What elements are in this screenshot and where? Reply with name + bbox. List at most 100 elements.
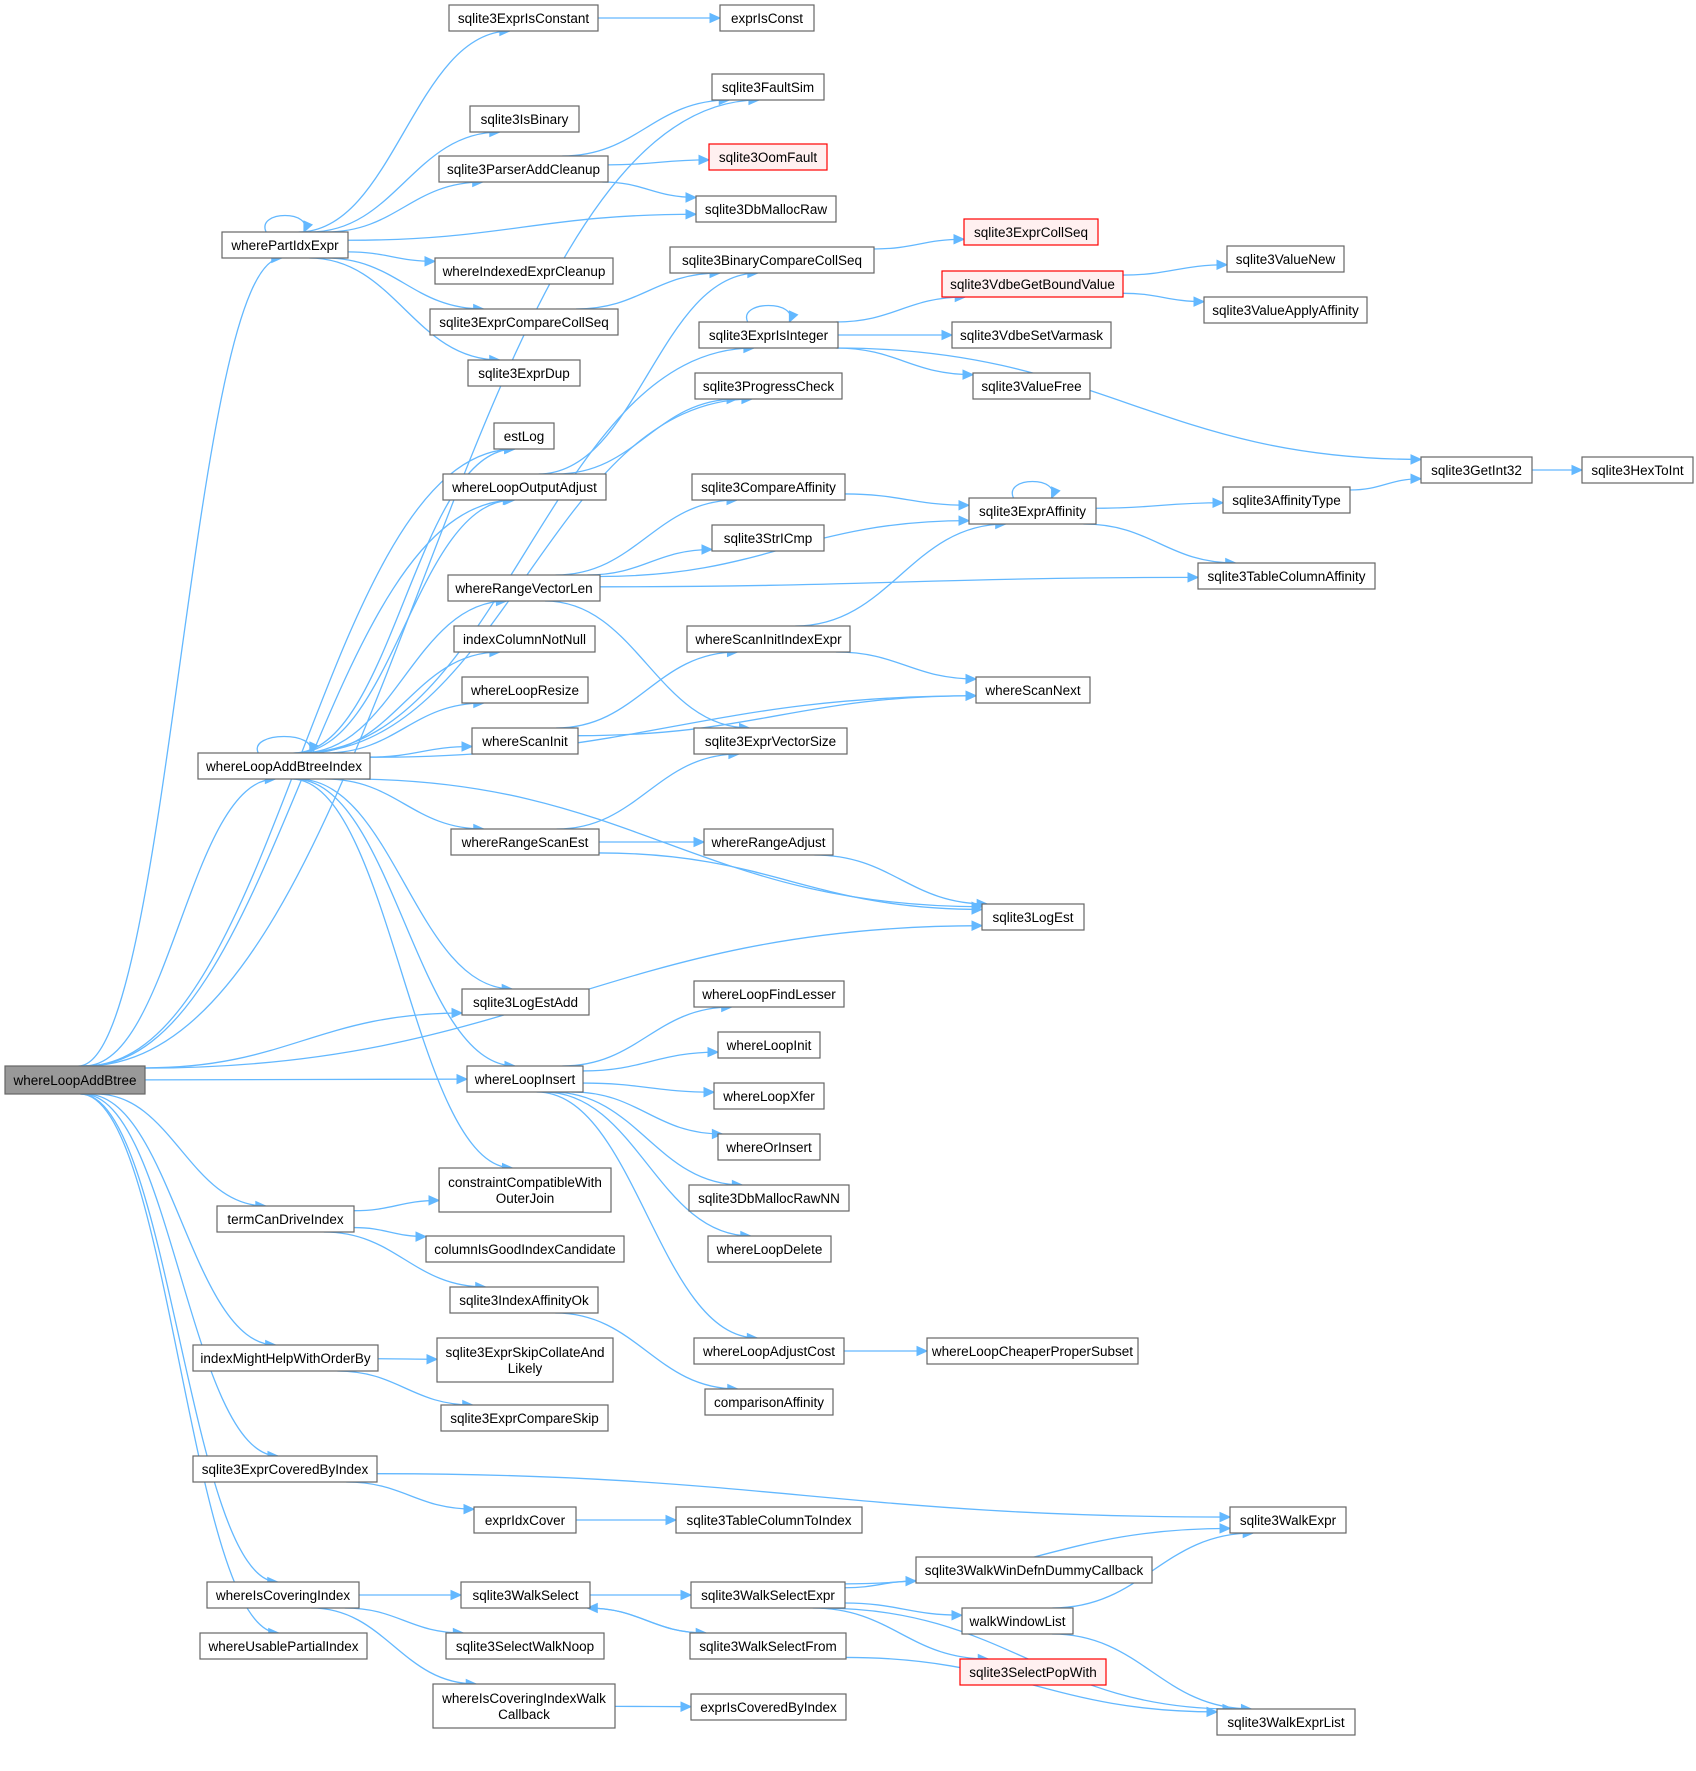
- node-est-log[interactable]: estLog: [493, 422, 555, 450]
- node-where-part-idx-expr[interactable]: wherePartIdxExpr: [221, 231, 349, 259]
- node-where-indexed-expr-cleanup[interactable]: whereIndexedExprCleanup: [434, 257, 614, 285]
- node-where-loop-adjust-cost[interactable]: whereLoopAdjustCost: [693, 1337, 845, 1365]
- node-where-usable-partial-index[interactable]: whereUsablePartialIndex: [199, 1632, 368, 1660]
- node-box: [693, 1337, 845, 1365]
- arrowhead-where-loop-cheaper-proper-subset: [916, 1345, 929, 1357]
- call-edge-where-loop-add-btree-index-to-est-log: [293, 448, 515, 754]
- call-edge-where-loop-insert-to-where-loop-adjust-cost: [536, 1091, 758, 1339]
- node-where-is-covering-index[interactable]: whereIsCoveringIndex: [206, 1581, 360, 1609]
- call-edge-where-loop-add-btree-to-where-part-idx-expr: [78, 257, 282, 1067]
- node-where-loop-output-adjust[interactable]: whereLoopOutputAdjust: [442, 473, 607, 501]
- node-sqlite3-select-pop-with[interactable]: sqlite3SelectPopWith: [959, 1658, 1107, 1686]
- node-sqlite3-expr-coll-seq[interactable]: sqlite3ExprCollSeq: [963, 218, 1099, 246]
- node-where-loop-resize[interactable]: whereLoopResize: [461, 676, 589, 704]
- node-sqlite3-db-malloc-raw[interactable]: sqlite3DbMallocRaw: [695, 195, 837, 223]
- node-sqlite3-hex-to-int[interactable]: sqlite3HexToInt: [1581, 456, 1694, 484]
- node-sqlite3-value-new[interactable]: sqlite3ValueNew: [1226, 245, 1345, 273]
- node-sqlite3-fault-sim[interactable]: sqlite3FaultSim: [711, 73, 825, 101]
- node-sqlite3-vdbe-set-varmask[interactable]: sqlite3VdbeSetVarmask: [951, 321, 1112, 349]
- node-sqlite3-get-int32[interactable]: sqlite3GetInt32: [1420, 456, 1533, 484]
- node-box: [963, 218, 1099, 246]
- node-sqlite3-is-binary[interactable]: sqlite3IsBinary: [469, 105, 580, 133]
- node-sqlite3-str-i-cmp[interactable]: sqlite3StrICmp: [711, 524, 825, 552]
- node-sqlite3-table-column-affinity[interactable]: sqlite3TableColumnAffinity: [1197, 562, 1376, 590]
- node-sqlite3-walk-select-from[interactable]: sqlite3WalkSelectFrom: [689, 1632, 847, 1660]
- node-label: exprIsConst: [731, 11, 803, 26]
- node-where-loop-delete[interactable]: whereLoopDelete: [707, 1235, 832, 1263]
- node-expr-is-covered-by-index[interactable]: exprIsCoveredByIndex: [690, 1693, 847, 1721]
- arrowhead-sqlite3-log-est: [971, 920, 984, 931]
- node-sqlite3-affinity-type[interactable]: sqlite3AffinityType: [1222, 486, 1351, 514]
- call-edge-where-loop-insert-to-where-loop-init: [582, 1051, 719, 1072]
- node-sqlite3-table-column-to-index[interactable]: sqlite3TableColumnToIndex: [675, 1506, 863, 1534]
- node-sqlite3-expr-dup[interactable]: sqlite3ExprDup: [467, 359, 581, 387]
- node-term-can-drive-index[interactable]: termCanDriveIndex: [216, 1205, 355, 1233]
- node-where-loop-insert[interactable]: whereLoopInsert: [466, 1065, 584, 1093]
- node-index-column-not-null[interactable]: indexColumnNotNull: [453, 625, 596, 653]
- node-sqlite3-vdbe-get-bound-value[interactable]: sqlite3VdbeGetBoundValue: [941, 270, 1124, 298]
- node-label: sqlite3StrICmp: [724, 531, 813, 546]
- node-sqlite3-expr-affinity[interactable]: sqlite3ExprAffinity: [968, 497, 1097, 525]
- node-sqlite3-compare-affinity[interactable]: sqlite3CompareAffinity: [691, 473, 846, 501]
- node-where-scan-next[interactable]: whereScanNext: [975, 676, 1091, 704]
- node-sqlite3-value-free[interactable]: sqlite3ValueFree: [972, 372, 1091, 400]
- node-label: sqlite3AffinityType: [1232, 493, 1341, 508]
- node-sqlite3-walk-expr-list[interactable]: sqlite3WalkExprList: [1216, 1708, 1356, 1736]
- node-sqlite3-expr-vector-size[interactable]: sqlite3ExprVectorSize: [693, 727, 848, 755]
- node-sqlite3-expr-compare-skip[interactable]: sqlite3ExprCompareSkip: [440, 1404, 609, 1432]
- node-label: whereLoopFindLesser: [701, 987, 836, 1002]
- node-sqlite3-walk-win-defn-dummy-callback[interactable]: sqlite3WalkWinDefnDummyCallback: [915, 1556, 1153, 1584]
- node-sqlite3-oom-fault[interactable]: sqlite3OomFault: [708, 143, 828, 171]
- node-where-scan-init[interactable]: whereScanInit: [471, 727, 579, 755]
- node-sqlite3-progress-check[interactable]: sqlite3ProgressCheck: [694, 372, 843, 400]
- node-where-loop-init[interactable]: whereLoopInit: [717, 1031, 821, 1059]
- node-sqlite3-value-apply-affinity[interactable]: sqlite3ValueApplyAffinity: [1203, 296, 1368, 324]
- node-sqlite3-parser-add-cleanup[interactable]: sqlite3ParserAddCleanup: [438, 155, 609, 183]
- node-where-loop-add-btree[interactable]: whereLoopAddBtree: [4, 1065, 146, 1095]
- call-edge-term-can-drive-index-to-column-is-good-index-candidate: [353, 1226, 427, 1238]
- node-label: sqlite3WalkExprList: [1227, 1715, 1345, 1730]
- node-sqlite3-db-malloc-raw-nn[interactable]: sqlite3DbMallocRawNN: [688, 1184, 850, 1212]
- node-index-might-help-with-order-by[interactable]: indexMightHelpWithOrderBy: [192, 1344, 379, 1372]
- call-edge-sqlite3-parser-add-cleanup-to-sqlite3-fault-sim: [562, 99, 730, 157]
- node-box: [711, 524, 825, 552]
- node-sqlite3-log-est[interactable]: sqlite3LogEst: [981, 903, 1085, 931]
- node-sqlite3-log-est-add[interactable]: sqlite3LogEstAdd: [461, 988, 590, 1016]
- node-sqlite3-expr-compare-coll-seq[interactable]: sqlite3ExprCompareCollSeq: [429, 308, 619, 336]
- node-walk-window-list[interactable]: walkWindowList: [961, 1607, 1074, 1635]
- node-sqlite3-expr-covered-by-index[interactable]: sqlite3ExprCoveredByIndex: [192, 1455, 378, 1483]
- node-column-is-good-index-candidate[interactable]: columnIsGoodIndexCandidate: [425, 1235, 625, 1263]
- node-box: [461, 988, 590, 1016]
- node-where-scan-init-index-expr[interactable]: whereScanInitIndexExpr: [686, 625, 851, 653]
- node-box: [719, 4, 815, 32]
- call-edge-sqlite3-expr-compare-coll-seq-to-sqlite3-binary-compare-coll-seq: [575, 272, 721, 310]
- node-sqlite3-binary-compare-coll-seq[interactable]: sqlite3BinaryCompareCollSeq: [669, 246, 875, 274]
- node-sqlite3-expr-is-constant[interactable]: sqlite3ExprIsConstant: [448, 4, 599, 32]
- node-box: [453, 625, 596, 653]
- node-where-loop-cheaper-proper-subset[interactable]: whereLoopCheaperProperSubset: [926, 1337, 1139, 1365]
- node-where-range-scan-est[interactable]: whereRangeScanEst: [450, 828, 600, 856]
- node-box: [1203, 296, 1368, 324]
- node-expr-is-const[interactable]: exprIsConst: [719, 4, 815, 32]
- node-expr-idx-cover[interactable]: exprIdxCover: [473, 1506, 577, 1534]
- node-sqlite3-walk-select-expr[interactable]: sqlite3WalkSelectExpr: [690, 1581, 846, 1609]
- node-sqlite3-walk-select[interactable]: sqlite3WalkSelect: [460, 1581, 591, 1609]
- node-sqlite3-expr-is-integer[interactable]: sqlite3ExprIsInteger: [698, 321, 839, 349]
- node-where-loop-add-btree-index[interactable]: whereLoopAddBtreeIndex: [197, 752, 371, 780]
- node-where-loop-xfer[interactable]: whereLoopXfer: [713, 1082, 825, 1110]
- node-comparison-affinity[interactable]: comparisonAffinity: [704, 1388, 834, 1416]
- node-label: sqlite3VdbeGetBoundValue: [950, 277, 1115, 292]
- node-where-or-insert[interactable]: whereOrInsert: [717, 1133, 821, 1161]
- call-edge-where-loop-add-btree-to-index-might-help-with-order-by: [85, 1093, 276, 1346]
- node-sqlite3-walk-expr[interactable]: sqlite3WalkExpr: [1229, 1506, 1347, 1534]
- node-where-range-adjust[interactable]: whereRangeAdjust: [703, 828, 834, 856]
- node-sqlite3-index-affinity-ok[interactable]: sqlite3IndexAffinityOk: [449, 1286, 599, 1314]
- node-box: [975, 676, 1091, 704]
- node-sqlite3-select-walk-noop[interactable]: sqlite3SelectWalkNoop: [445, 1632, 605, 1660]
- node-where-range-vector-len[interactable]: whereRangeVectorLen: [447, 574, 601, 602]
- node-where-loop-find-lesser[interactable]: whereLoopFindLesser: [693, 980, 845, 1008]
- node-label: walkWindowList: [968, 1614, 1065, 1629]
